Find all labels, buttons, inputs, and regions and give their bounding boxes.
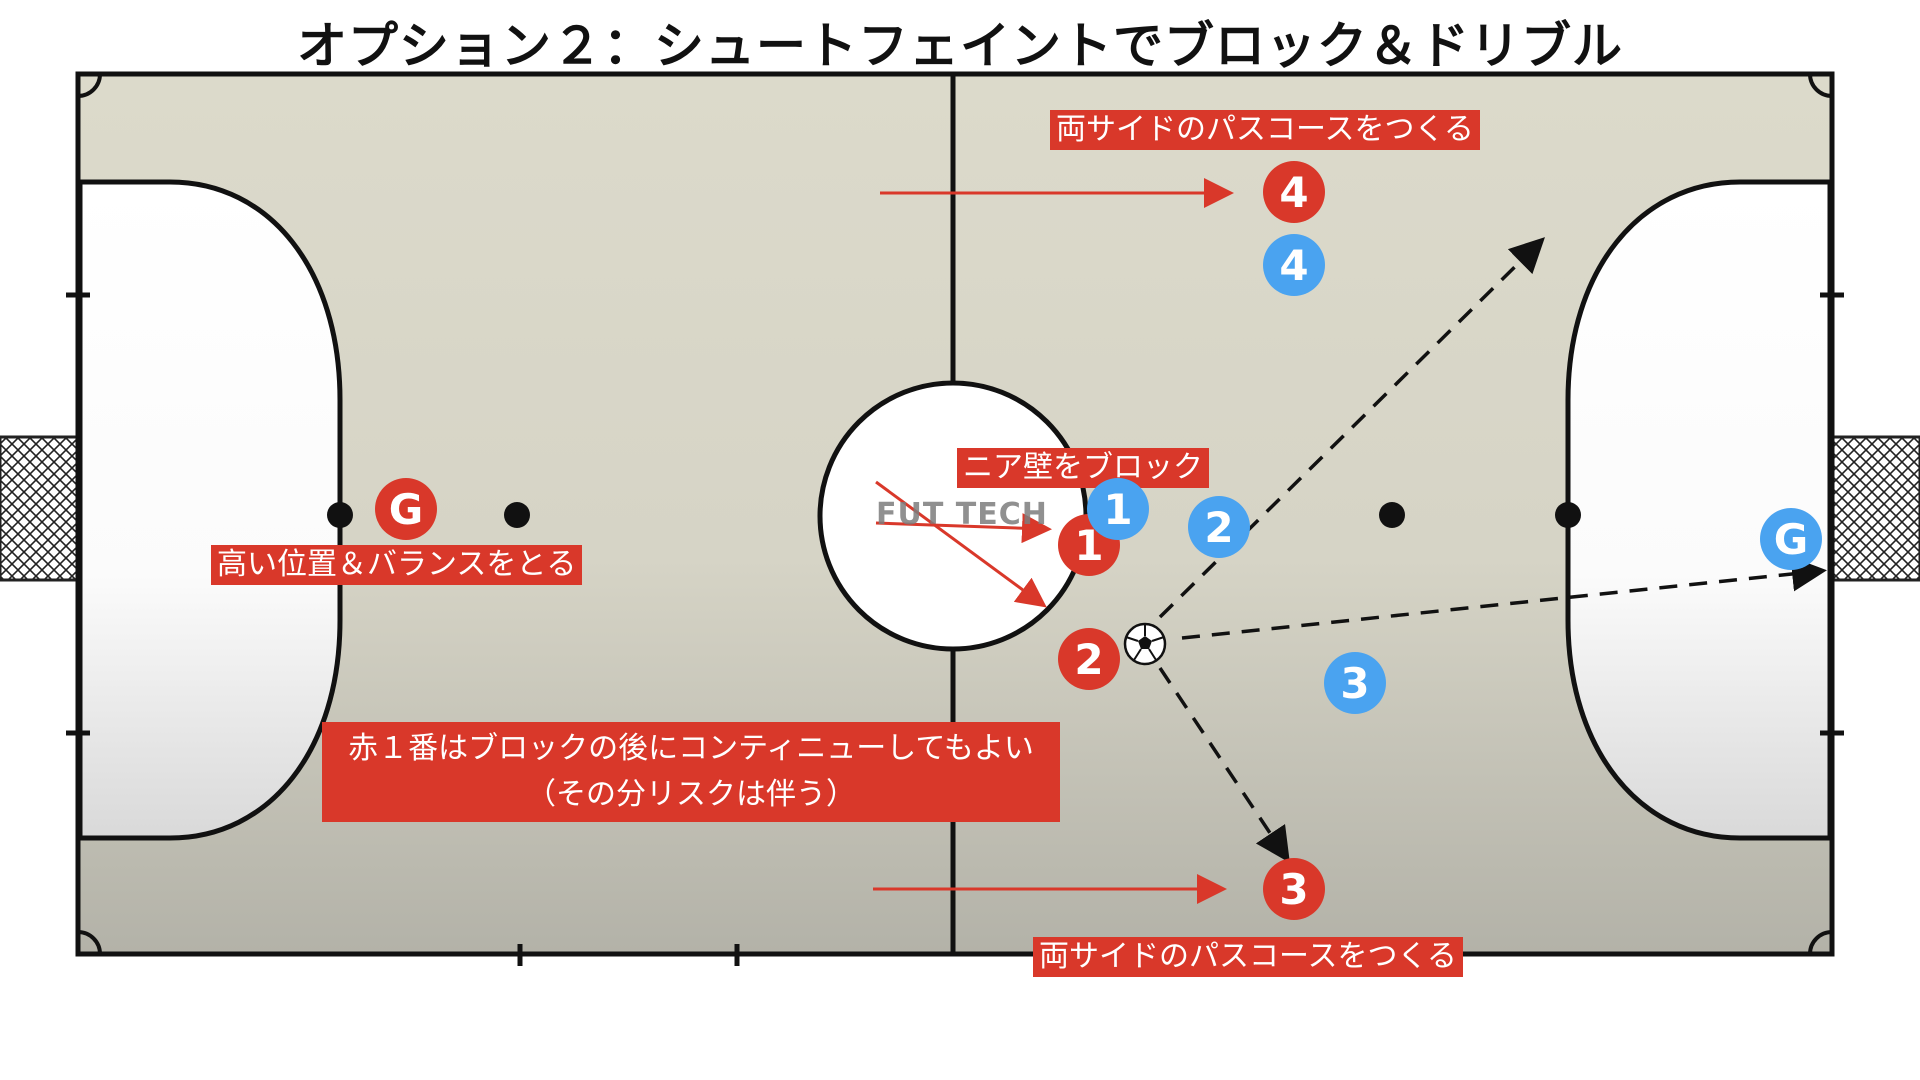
label-near-wall-block: ニア壁をブロック: [957, 448, 1209, 488]
shot-arrow-to-goal: [1181, 556, 1827, 640]
diagram-title: オプション２：シュートフェイントでブロック＆ドリブル: [297, 17, 1623, 75]
label-goalkeeper-position: 高い位置＆バランスをとる: [211, 545, 583, 585]
label-top-pass-lane: 両サイドのパスコースをつくる: [1050, 110, 1480, 150]
blue-player-1: 1: [1087, 478, 1149, 540]
red-player-4: 4: [1263, 161, 1325, 223]
right-penalty-area: [1565, 179, 1833, 841]
blue-goalkeeper: G: [1760, 508, 1822, 570]
red1-move-arrow-a: [875, 513, 1052, 544]
note-red-1-continue: 赤１番はブロックの後にコンティニューしてもよい （その分リスクは伴う）: [322, 722, 1060, 822]
red-player-3: 3: [1263, 858, 1325, 920]
label-bottom-pass-lane: 両サイドのパスコースをつくる: [1033, 937, 1463, 977]
blue-player-2: 2: [1188, 496, 1250, 558]
watermark: FUT TECH: [876, 497, 1048, 532]
note-line-1: 赤１番はブロックの後にコンティニューしてもよい: [348, 731, 1034, 766]
pass-arrow-to-3: [1158, 667, 1290, 863]
red1-move-arrow-b: [875, 480, 1047, 608]
red-goalkeeper: G: [375, 478, 437, 540]
right-goal-net: [1830, 435, 1920, 582]
note-line-2: （その分リスクは伴う）: [526, 777, 856, 812]
soccer-ball-icon: [1123, 622, 1167, 666]
blue-player-3: 3: [1324, 652, 1386, 714]
left-goal-net: [0, 435, 80, 582]
blue-player-4: 4: [1263, 234, 1325, 296]
red-player-2: 2: [1058, 628, 1120, 690]
left-penalty-area: [77, 179, 343, 841]
